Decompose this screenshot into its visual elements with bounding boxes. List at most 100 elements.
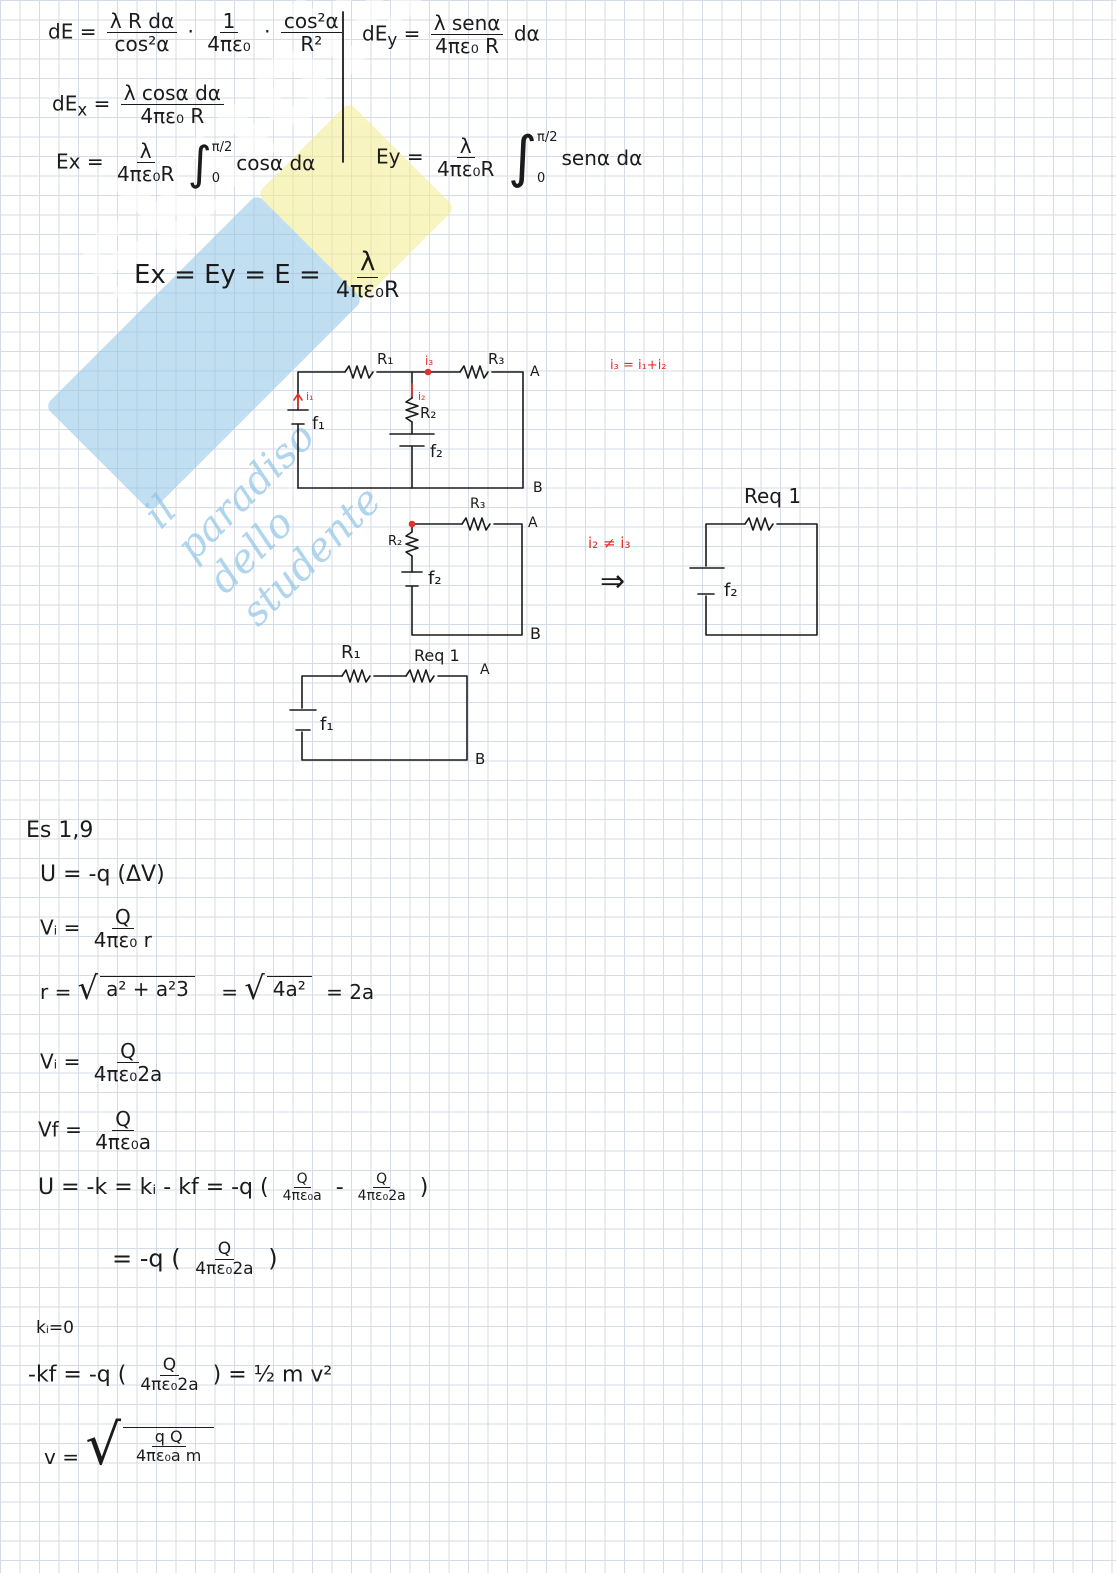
c2b-left-top-wire <box>705 523 746 567</box>
c1-label-i2: i₂ <box>418 390 426 403</box>
c1-node-i3 <box>424 368 432 376</box>
sqrt-icon: √ <box>77 969 99 1007</box>
c2b-label-Req1: Req 1 <box>744 484 802 508</box>
r-sqrt-2: √4a² <box>244 972 312 1004</box>
U-den-2: 4πε₀2a <box>357 1188 406 1205</box>
c2-label-note: i₂ ≠ i₃ <box>588 534 631 552</box>
c1-arrow-i1-head <box>293 393 303 401</box>
c3-label-R1: R₁ <box>341 642 361 663</box>
ki-zero: kᵢ=0 <box>36 1318 74 1338</box>
U2-lhs: = -q ( <box>112 1244 181 1273</box>
Ey-lhs: Ey = <box>376 144 424 169</box>
Ey-den: 4πε₀R <box>436 157 495 181</box>
c3-label-A: A <box>480 662 490 678</box>
Vf-num: Q <box>112 1108 134 1131</box>
c2-right-bottom-wire <box>411 523 523 636</box>
Vf-den: 4πε₀a <box>95 1130 152 1154</box>
r-equation: r = √a² + a²3 = √4a² = 2a <box>40 972 374 1004</box>
c2-label-R3: R₃ <box>470 496 486 512</box>
Ex-integrand: cosα dα <box>236 151 316 175</box>
c1-label-R3: R₃ <box>488 350 505 368</box>
Ex-lower: 0 <box>211 171 221 186</box>
c2-label-f2: f₂ <box>428 568 442 589</box>
c1-right-bottom-wire <box>297 371 524 489</box>
c2b-label-f2: f₂ <box>724 580 738 601</box>
c2-label-B: B <box>530 624 541 643</box>
dot-1: · <box>187 19 194 44</box>
U-close: ) <box>419 1175 429 1201</box>
U-definition: U = -q (ΔV) <box>40 862 165 887</box>
Ey-num: λ <box>456 135 475 158</box>
U2-den: 4πε₀2a <box>195 1258 254 1279</box>
Ey-integrand: senα dα <box>561 146 643 170</box>
kf-rhs: ) = ½ m v² <box>212 1362 333 1388</box>
c3-left-top-wire <box>301 675 343 709</box>
circuit-2b <box>689 517 818 636</box>
dE-num-2: 1 <box>219 10 239 33</box>
exercise-title: Es 1,9 <box>26 818 94 843</box>
Vi2-num: Q <box>117 1040 139 1063</box>
c3-label-Req1: Req 1 <box>414 646 460 665</box>
c1-label-B: B <box>533 480 543 496</box>
c1-label-R2: R₂ <box>420 404 437 422</box>
U-num-1: Q <box>293 1171 311 1189</box>
dEy-tail: dα <box>513 21 540 46</box>
U-den-1: 4πε₀a <box>282 1188 322 1205</box>
dot-2: · <box>264 19 271 44</box>
c1-resistor-R2 <box>405 397 419 423</box>
dEy-lhs: dE <box>362 21 388 46</box>
c3-label-f1: f₁ <box>320 714 334 735</box>
kf-num: Q <box>159 1356 180 1376</box>
dEx-den: 4πε₀ R <box>140 104 205 128</box>
Vi2-den: 4πε₀2a <box>93 1062 163 1086</box>
dE-lhs: dE = <box>48 19 97 44</box>
U-num-2: Q <box>373 1171 391 1189</box>
v-lhs: v = <box>44 1445 79 1469</box>
r-radicand-2: 4a² <box>266 975 312 1001</box>
E-result-lhs: Ex = Ey = E = <box>134 259 321 290</box>
E-result-den: 4πε₀R <box>336 277 400 303</box>
circuit-2 <box>401 517 523 636</box>
c2-resistor-R3 <box>461 517 491 531</box>
c1-label-i3: i₃ <box>425 354 434 368</box>
c3-resistor-Req1 <box>405 669 435 683</box>
Vi-lhs: Vᵢ = <box>40 915 81 940</box>
circuit-3 <box>289 669 468 761</box>
dE-den-2: 4πε₀ <box>207 32 251 56</box>
dE-den-3: R² <box>300 32 323 56</box>
c3-right-bottom-wire <box>301 675 468 761</box>
Vi-den: 4πε₀ r <box>93 928 152 952</box>
sqrt-icon: √ <box>85 1413 121 1478</box>
r-eq-2: = <box>221 980 238 1004</box>
r-radicand-1: a² + a²3 <box>100 975 195 1001</box>
Vi2-lhs: Vᵢ = <box>40 1049 81 1074</box>
dEy-sub: y <box>387 30 398 50</box>
U2-num: Q <box>214 1240 235 1260</box>
r-sqrt-1: √a² + a²3 <box>78 972 195 1004</box>
c3-resistor-R1 <box>341 669 371 683</box>
dEx-num: λ cosα dα <box>120 82 224 105</box>
c2b-right-bottom-wire <box>705 523 818 636</box>
